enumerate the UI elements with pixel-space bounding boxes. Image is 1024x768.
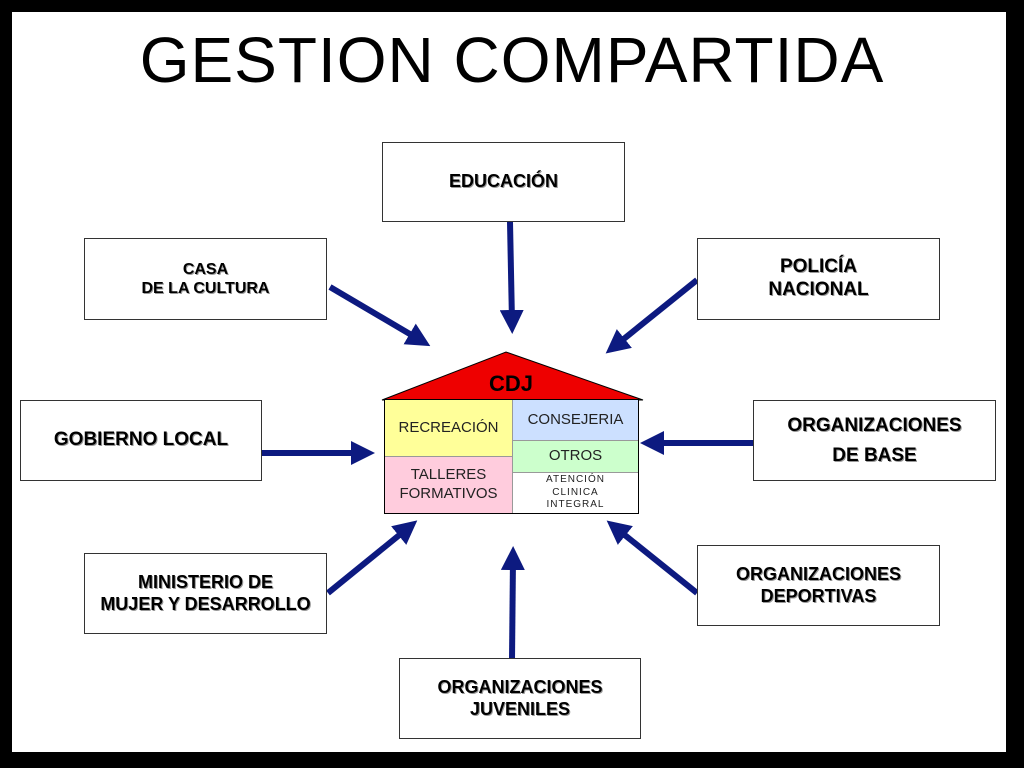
node-gobierno-local: GOBIERNO LOCAL [20,400,262,481]
cell-recreacion: RECREACIÓN [385,400,513,457]
arrow-ministerio [326,520,418,596]
node-org-juveniles: ORGANIZACIONES JUVENILES [399,658,641,739]
arrow-org-deportivas [606,520,699,596]
cell-otros: OTROS [513,441,638,473]
node-casa-cultura: CASA DE LA CULTURA [84,238,327,320]
page-title: GESTION COMPARTIDA [139,24,885,96]
node-ministerio: MINISTERIO DE MUJER Y DESARROLLO [84,553,327,634]
cell-talleres: TALLERES FORMATIVOS [385,457,513,513]
arrow-org-juveniles [500,546,525,661]
cdj-roof: CDJ [381,351,644,401]
cdj-house-body: RECREACIÓN CONSEJERIA OTROS TALLERES FOR… [384,399,639,514]
cell-consejeria: CONSEJERIA [513,400,638,441]
node-org-deportivas: ORGANIZACIONES DEPORTIVAS [697,545,940,626]
cell-atencion: ATENCIÓN CLINICA INTEGRAL [513,473,638,513]
node-policia: POLICÍA NACIONAL [697,238,940,320]
arrow-casa-cultura [328,284,431,347]
cdj-label: CDJ [489,371,533,396]
arrow-educacion [499,221,524,334]
arrow-policia [605,277,699,354]
node-org-base: ORGANIZACIONES DE BASE [753,400,996,481]
node-educacion: EDUCACIÓN [382,142,625,222]
